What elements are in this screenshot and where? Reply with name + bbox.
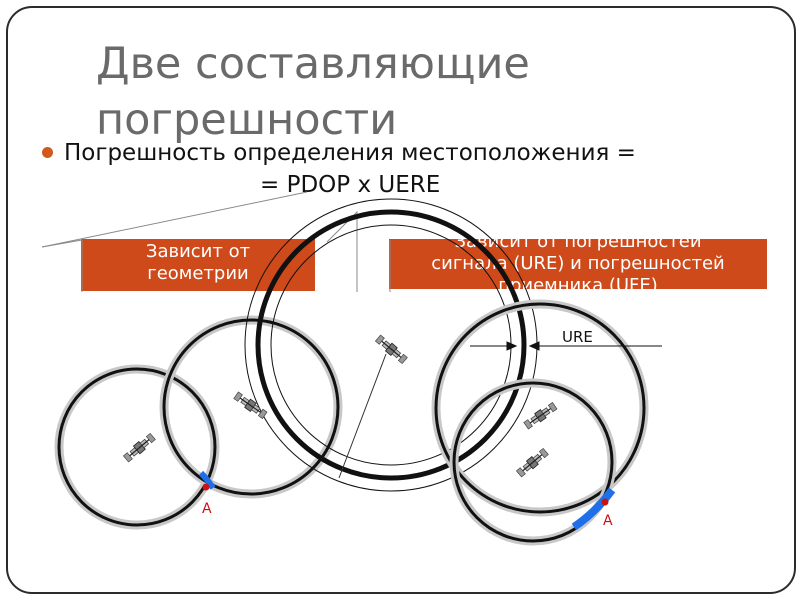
satellite-icon bbox=[374, 333, 409, 366]
point-a-right bbox=[601, 498, 609, 506]
slide: Две составляющие погрешности Погрешность… bbox=[6, 6, 796, 594]
range-circle-right bbox=[431, 299, 649, 517]
geometry-box-line2: геометрии bbox=[147, 263, 249, 284]
point-a-right-label: A bbox=[603, 513, 613, 529]
bullet-dot-icon bbox=[42, 147, 53, 158]
signal-box: Зависит от погрешностей сигнала (URE) и … bbox=[389, 239, 767, 289]
formula-line2: = PDOP x UERE bbox=[260, 172, 441, 198]
ure-dimension bbox=[470, 341, 662, 351]
bracket-right bbox=[326, 210, 391, 292]
satellite-icon bbox=[122, 431, 157, 464]
signal-box-line3: приемника (UFE) bbox=[498, 275, 658, 289]
ure-diagram: A A URE bbox=[41, 191, 662, 546]
ure-label: URE bbox=[562, 328, 593, 346]
intersection-region-left bbox=[198, 470, 216, 490]
range-circle-left bbox=[54, 364, 220, 530]
point-a-left-label: A bbox=[202, 501, 212, 517]
intersection-region-right bbox=[571, 487, 616, 531]
geometry-box: Зависит от геометрии bbox=[81, 239, 315, 291]
range-circle-left-2 bbox=[159, 315, 343, 499]
geometry-box-line1: Зависит от bbox=[145, 241, 251, 262]
slide-title: Две составляющие погрешности bbox=[96, 36, 656, 148]
range-radius-line bbox=[338, 353, 387, 479]
point-a-left bbox=[202, 483, 210, 491]
signal-box-line2: сигнала (URE) и погрешностей bbox=[431, 253, 725, 274]
satellite-icon bbox=[515, 446, 550, 479]
signal-box-line1: Зависит от погрешностей bbox=[454, 239, 702, 252]
satellite-icon bbox=[522, 400, 559, 431]
range-circle-right-2 bbox=[449, 378, 617, 546]
bracket-left bbox=[41, 191, 308, 292]
formula-line1: Погрешность определения местоположения = bbox=[64, 140, 636, 166]
slide-title-line1: Две составляющие bbox=[96, 39, 530, 89]
slide-title-line2: погрешности bbox=[96, 95, 398, 145]
satellite-icon bbox=[232, 390, 269, 421]
